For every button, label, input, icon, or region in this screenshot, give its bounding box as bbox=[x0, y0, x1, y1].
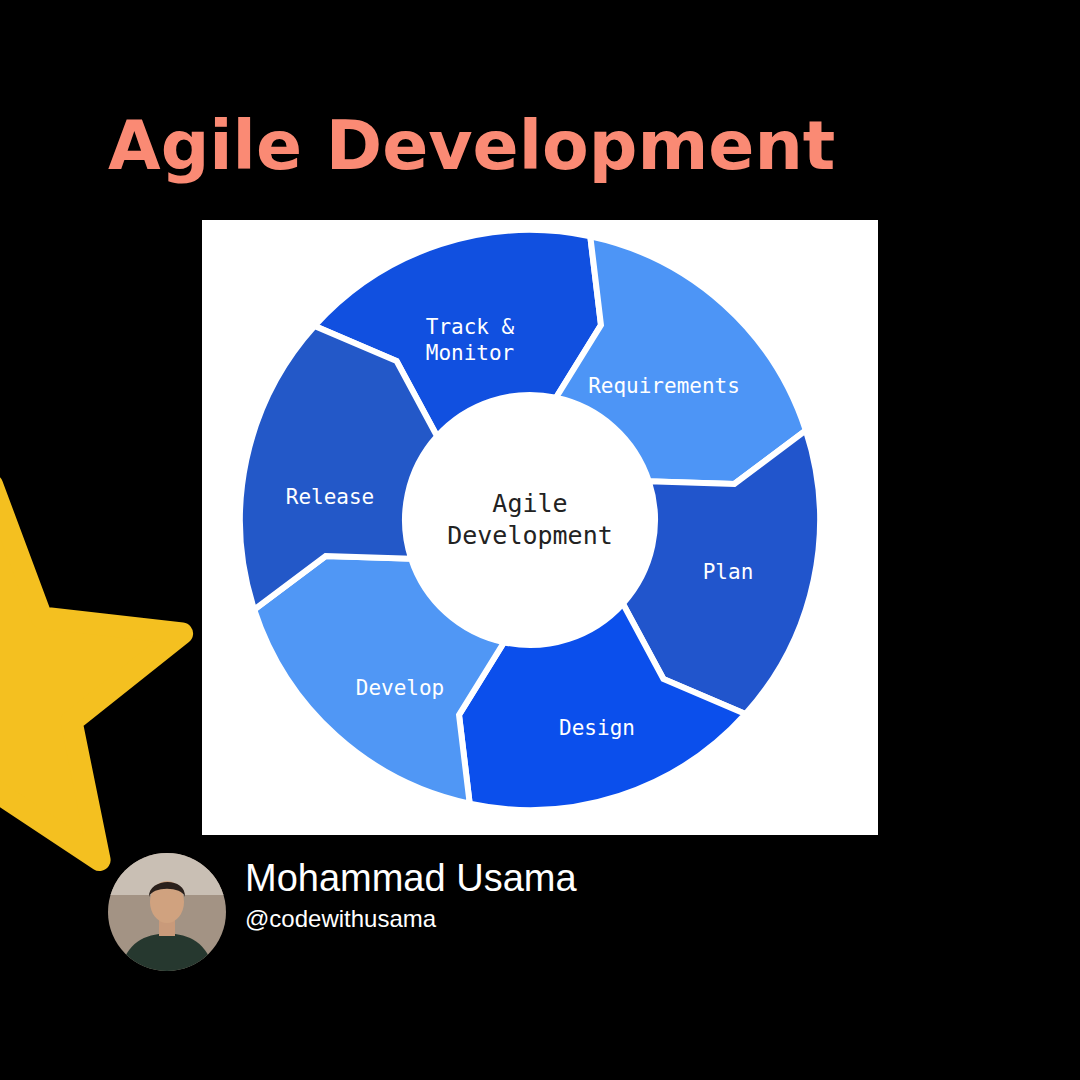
star-shape bbox=[0, 485, 182, 860]
segment-label: Design bbox=[559, 715, 635, 741]
segment-label: Plan bbox=[703, 559, 754, 585]
arrow-segment-path bbox=[240, 326, 437, 610]
avatar-photo bbox=[100, 845, 240, 990]
white-panel bbox=[202, 220, 878, 835]
center-label: Agile Development bbox=[430, 488, 630, 553]
author-name: Mohammad Usama bbox=[245, 858, 577, 900]
segment-label: Release bbox=[286, 484, 375, 510]
segment-label: Track & Monitor bbox=[410, 314, 530, 367]
segment-label: Requirements bbox=[588, 373, 740, 399]
title: Agile Development bbox=[108, 112, 835, 180]
author-handle: @codewithusama bbox=[245, 906, 436, 932]
center-circle: Agile Development bbox=[405, 395, 655, 645]
segment-label: Develop bbox=[356, 675, 445, 701]
